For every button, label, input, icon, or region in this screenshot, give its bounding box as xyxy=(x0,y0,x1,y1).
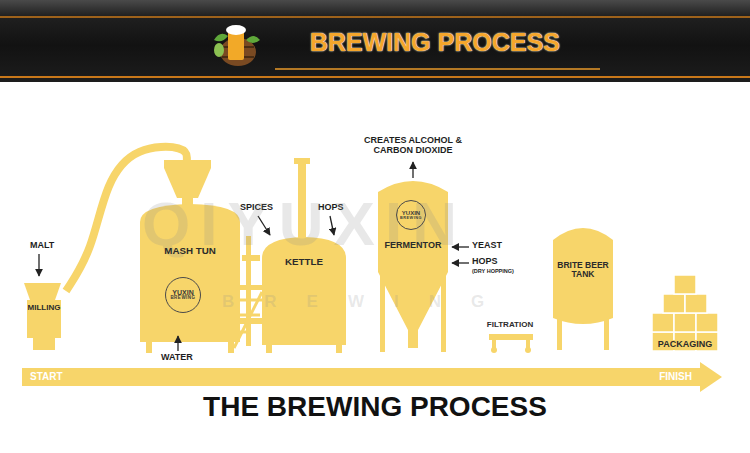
caption: THE BREWING PROCESS xyxy=(0,392,750,423)
input-label: HOPS xyxy=(472,257,498,267)
tank-leg xyxy=(146,340,152,353)
tank-leg xyxy=(266,343,272,353)
input-label: MALT xyxy=(30,241,54,251)
banner-line xyxy=(0,76,750,78)
package-box xyxy=(663,294,685,313)
page-title: BREWING PROCESS xyxy=(270,29,600,57)
banner-line xyxy=(0,16,750,18)
chimney-cap xyxy=(294,158,310,164)
stair-step xyxy=(234,331,250,334)
input-arrow xyxy=(177,336,178,351)
node-label: MASH TUN xyxy=(138,246,242,257)
node-label: BRITE BEER TANK xyxy=(551,261,615,280)
note-label: (DRY HOPPING) xyxy=(472,268,514,274)
cart-wheel xyxy=(491,347,497,353)
arrow-head xyxy=(700,362,722,392)
packaging-stack: PACKAGING xyxy=(650,275,720,352)
bar-label: FINISH xyxy=(659,368,692,386)
output-label: CREATES ALCOHOL & CARBON DIOXIDE xyxy=(356,136,470,156)
logo-subtitle: BREWING xyxy=(400,216,422,220)
package-box xyxy=(652,313,674,332)
node-label: KETTLE xyxy=(260,257,348,268)
brite-beer-tank: BRITE BEER TANK xyxy=(551,225,615,320)
logo-name: YUXIN xyxy=(402,210,420,217)
kettle: KETTLE xyxy=(260,240,348,345)
tank-leg xyxy=(557,316,562,350)
process-arrow-bar: START FINISH xyxy=(22,368,700,386)
hop-cone xyxy=(214,43,224,57)
title-underline xyxy=(275,68,600,70)
bar-label: START xyxy=(30,368,63,386)
mill-hopper xyxy=(24,283,61,300)
hop-leaf xyxy=(246,36,260,43)
package-stack xyxy=(652,275,718,351)
hop-leaf xyxy=(214,34,228,42)
tank-leg xyxy=(604,316,609,350)
node-label: FERMENTOR xyxy=(376,241,450,251)
input-arrow xyxy=(38,254,39,276)
package-box xyxy=(674,313,696,332)
filter-cart xyxy=(489,334,533,340)
tank-leg xyxy=(336,343,342,353)
fermentor: FERMENTOR YUXINBREWING xyxy=(376,185,450,272)
input-arrow xyxy=(452,262,469,263)
beer-icon xyxy=(214,25,260,66)
cart-wheel xyxy=(525,347,531,353)
watermark: BREWING xyxy=(222,293,514,312)
package-box xyxy=(685,294,707,313)
beer-foam xyxy=(226,25,246,35)
cart-leg xyxy=(526,340,530,348)
logo-subtitle: BREWING xyxy=(170,296,195,301)
logo-name: YUXIN xyxy=(172,289,193,297)
output-arrow xyxy=(412,162,413,178)
package-box xyxy=(674,275,696,294)
cart-leg xyxy=(492,340,496,348)
stair-step xyxy=(234,314,260,317)
filtration-unit: FILTRATION xyxy=(476,320,544,334)
mill-base xyxy=(33,338,55,350)
node-label: FILTRATION xyxy=(476,321,544,330)
node-label: MILLING xyxy=(16,304,72,313)
logo-circle: YUXINBREWING xyxy=(396,200,426,230)
package-box xyxy=(696,313,718,332)
input-label: WATER xyxy=(161,353,193,363)
mill-machine: MILLING xyxy=(16,283,72,350)
logo-circle: YUXINBREWING xyxy=(165,277,201,313)
input-label: YEAST xyxy=(472,241,502,251)
mash-tun: MASH TUN YUXINBREWING xyxy=(138,160,242,345)
node-label: PACKAGING xyxy=(656,340,714,350)
